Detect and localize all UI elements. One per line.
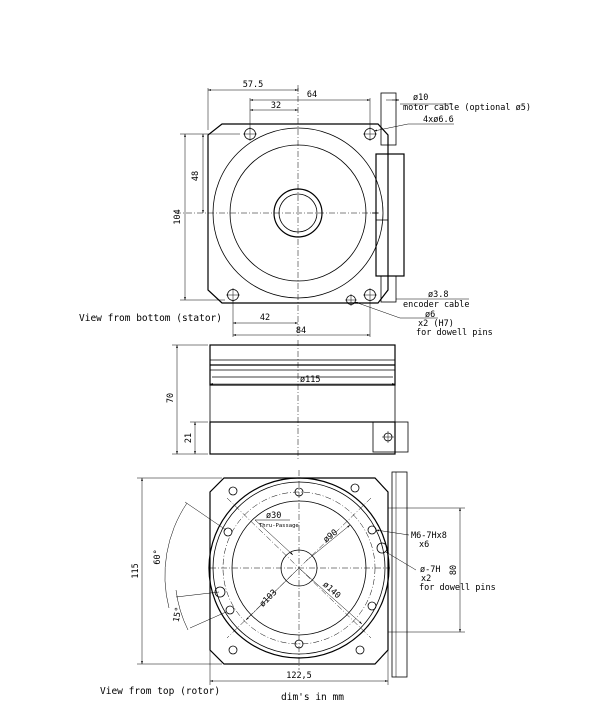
callout-dowell-bottom: ø-7H x2 for dowell pins [385, 551, 496, 593]
dim-122-5: 122,5 [209, 650, 389, 685]
svg-text:ø115: ø115 [300, 375, 320, 385]
callout-m6: M6-7Hx8 x6 [375, 529, 447, 550]
svg-text:for dowell pins: for dowell pins [419, 583, 496, 593]
dim-32: 32 [250, 101, 298, 111]
svg-text:Thru-Passage: Thru-Passage [259, 523, 299, 529]
svg-text:ø10: ø10 [413, 93, 428, 103]
svg-text:115: 115 [131, 563, 141, 578]
rotor-side-box [391, 471, 408, 678]
svg-text:x6: x6 [419, 540, 429, 550]
callout-encoder-cable: ø3.8 encoder cable [396, 290, 470, 310]
svg-text:motor cable (optional ø5): motor cable (optional ø5) [403, 103, 531, 113]
stator-corner-holes [226, 127, 377, 306]
dim-21: 21 [184, 421, 208, 454]
svg-text:ø90: ø90 [322, 528, 340, 545]
stator-view: 57.5 64 32 48 104 [79, 80, 531, 338]
cable-housing [375, 153, 405, 277]
svg-text:32: 32 [271, 101, 281, 111]
svg-text:70: 70 [166, 393, 176, 403]
svg-text:ø3.8: ø3.8 [428, 290, 448, 300]
svg-text:21: 21 [184, 433, 194, 443]
rotor-corner-holes [228, 483, 365, 655]
dim-48: 48 [191, 133, 240, 213]
dim-84-bottom: 84 [233, 302, 371, 337]
dim-42: 42 [232, 300, 298, 337]
svg-text:for dowell pins: for dowell pins [416, 328, 493, 338]
rotor-caption: View from top (rotor) [100, 686, 220, 697]
svg-text:ø103: ø103 [258, 588, 280, 610]
svg-text:42: 42 [260, 313, 270, 323]
svg-text:ø6: ø6 [425, 310, 435, 320]
dim-d30: ø30 Thru-Passage [254, 511, 299, 556]
dim-d115: ø115 [210, 375, 395, 385]
dim-70: 70 [166, 344, 208, 455]
dim-d140: ø140 [299, 568, 363, 625]
svg-text:4xø6.6: 4xø6.6 [423, 115, 454, 125]
stator-caption: View from bottom (stator) [79, 313, 222, 324]
svg-text:x2 (H7): x2 (H7) [418, 319, 454, 329]
svg-text:60°: 60° [153, 549, 163, 564]
svg-text:84: 84 [296, 326, 306, 336]
dim-angle-15: 15° [172, 589, 227, 631]
dim-angle-60: 60° [153, 501, 227, 609]
svg-text:ø140: ø140 [320, 580, 342, 601]
encoder-cable-box [380, 275, 397, 303]
svg-text:M6-7Hx8: M6-7Hx8 [411, 531, 447, 541]
rotor-view: 60° 15° 115 ø30 Thru-Passage ø90 ø140 [100, 470, 496, 703]
dim-64: 64 [249, 90, 371, 128]
svg-text:122,5: 122,5 [286, 671, 312, 681]
callout-4x-holes: 4xø6.6 [373, 115, 454, 132]
dim-115-vertical: 115 [131, 477, 222, 665]
svg-text:15°: 15° [172, 606, 185, 623]
svg-text:ø-7H: ø-7H [420, 565, 440, 575]
rotor-flange [209, 477, 389, 665]
callout-motor-cable: ø10 motor cable (optional ø5) [386, 93, 531, 113]
side-view: ø115 70 21 [166, 340, 409, 460]
svg-text:ø30: ø30 [266, 511, 281, 521]
dim-57-5: 57.5 [207, 80, 299, 130]
callout-dowell-top: ø6 x2 (H7) for dowell pins [354, 301, 493, 338]
dim-80-vertical: 80 [388, 507, 465, 633]
dim-104: 104 [173, 133, 225, 301]
svg-text:64: 64 [307, 90, 317, 100]
side-lower-body [209, 421, 396, 455]
dim-d103: ø103 [245, 568, 299, 621]
svg-text:x2: x2 [421, 574, 431, 584]
svg-text:48: 48 [191, 171, 201, 181]
dim-d90: ø90 [305, 524, 351, 562]
side-foot-lug [372, 421, 409, 453]
svg-text:encoder cable: encoder cable [403, 300, 470, 310]
units-note: dim's in mm [281, 692, 344, 703]
motor-cable-box [380, 92, 397, 146]
svg-text:104: 104 [173, 209, 183, 224]
svg-text:57.5: 57.5 [243, 80, 263, 90]
svg-text:80: 80 [449, 565, 459, 575]
